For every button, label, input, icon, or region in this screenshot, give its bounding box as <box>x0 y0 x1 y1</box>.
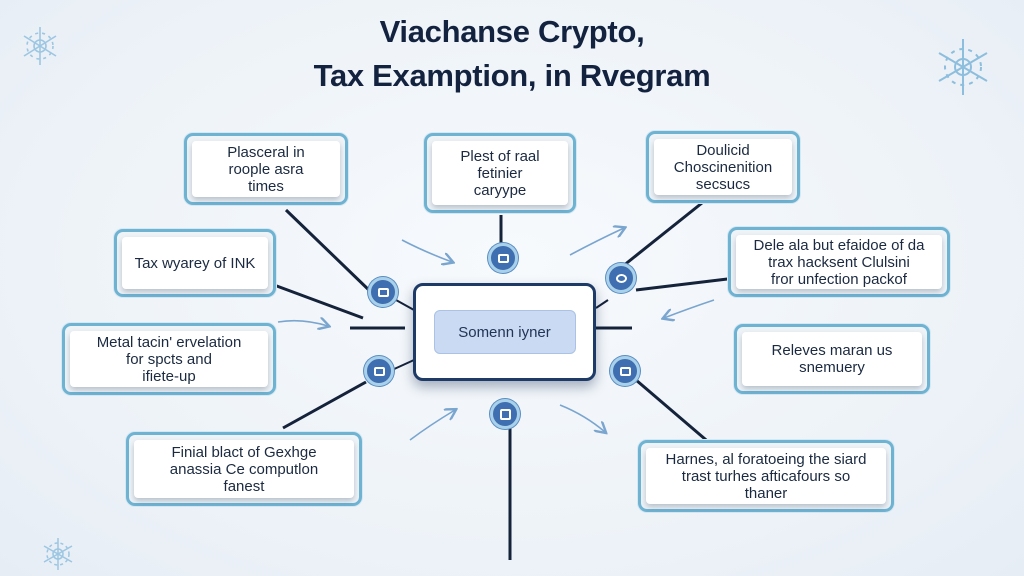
connector-line <box>635 275 745 292</box>
connector-line <box>391 359 415 371</box>
topic-box-top-left: Plasceral in roople asra times <box>184 133 348 205</box>
gear-icon <box>606 263 636 293</box>
topic-box-upper-right: Dele ala but efaidoe of da trax hacksent… <box>728 227 950 297</box>
snowflake-icon <box>938 39 988 95</box>
topic-box-middle-left: Metal tacin' ervelation for spcts and if… <box>62 323 276 395</box>
diagram-title-line-1: Viachanse Crypto, <box>379 14 645 49</box>
connector-line <box>282 380 367 430</box>
topic-box-bottom-right: Harnes, al foratoeing the siard trast tu… <box>638 440 894 512</box>
box-text-line: trast turhes afticafours so <box>681 467 851 485</box>
box-text-line: Plasceral in <box>227 143 305 161</box>
connector-line <box>617 193 713 272</box>
box-text-line: Tax wyarey of INK <box>134 254 256 272</box>
box-text-line: times <box>248 177 284 195</box>
box-text-line: fanest <box>223 477 265 495</box>
box-text-line: anassia Ce computlon <box>169 460 319 478</box>
box-text-line: for spcts and <box>126 350 212 368</box>
diagram-title-line-2: Tax Examption, in Rvegram <box>313 58 711 93</box>
flow-arrow <box>569 228 624 256</box>
box-text-line: thaner <box>744 484 788 502</box>
box-text-line: Choscinenition <box>673 158 773 176</box>
topic-box-upper-left: Tax wyarey of INK <box>114 229 276 297</box>
chat-icon <box>488 243 518 273</box>
central-topic-box: Somenn iyner <box>413 283 596 381</box>
snowflake-icon <box>23 27 57 65</box>
box-text-line: Plest of raal <box>460 147 540 165</box>
box-text-line: fror unfection packof <box>771 270 907 288</box>
box-text-line: caryype <box>473 181 527 199</box>
snowflake-icon <box>43 538 73 570</box>
box-text-line: Doulicid <box>696 141 750 159</box>
topic-box-middle-right: Releves maran us snemuery <box>734 324 930 394</box>
flow-arrow <box>277 321 328 326</box>
wallet-icon <box>364 356 394 386</box>
topic-box-top-center: Plest of raal fetinier caryype <box>424 133 576 213</box>
topic-box-bottom-left: Finial blact of Gexhge anassia Ce comput… <box>126 432 362 506</box>
document-icon <box>368 277 398 307</box>
connector-line <box>284 208 374 295</box>
flow-arrow <box>559 404 605 432</box>
box-text-line: snemuery <box>799 359 865 376</box>
box-text-line: roople asra <box>228 160 304 178</box>
box-text-line: Harnes, al foratoeing the siard <box>665 450 867 468</box>
flow-arrow <box>409 410 455 441</box>
calculator-icon <box>490 399 520 429</box>
topic-box-top-right: Doulicid Choscinenition secsucs <box>646 131 800 203</box>
connector-line <box>395 299 415 311</box>
connector-line <box>595 299 609 309</box>
connector-line <box>635 378 713 447</box>
box-text-line: Releves maran us <box>771 342 893 359</box>
central-topic-label: Somenn iyner <box>433 310 576 354</box>
flow-arrow <box>401 239 452 262</box>
box-text-line: secsucs <box>695 175 751 193</box>
box-text-line: Metal tacin' ervelation <box>96 333 242 351</box>
box-text-line: Dele ala but efaidoe of da <box>753 236 925 254</box>
flow-arrow <box>664 299 715 318</box>
box-text-line: ifiete-up <box>142 367 196 385</box>
box-text-line: Finial blact of Gexhge <box>171 443 317 461</box>
connector-line <box>265 280 364 320</box>
box-text-line: trax hacksent Clulsini <box>768 253 910 271</box>
ledger-icon <box>610 356 640 386</box>
box-text-line: fetinier <box>477 164 523 182</box>
